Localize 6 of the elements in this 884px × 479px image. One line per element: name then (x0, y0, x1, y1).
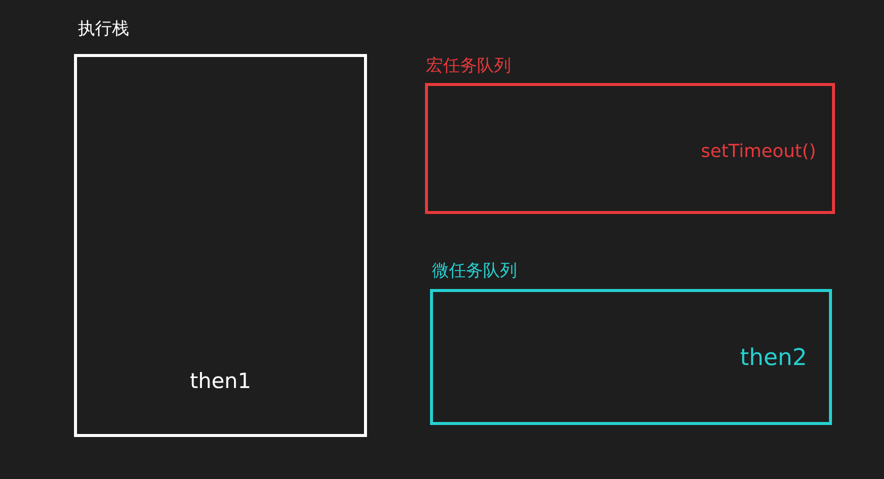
panel-heading: 宏任务队列 (426, 55, 511, 78)
task-label: then2 (740, 345, 807, 373)
panel-heading: 执行栈 (78, 18, 129, 41)
task-label: then1 (188, 369, 252, 394)
task-label: setTimeout() (700, 141, 816, 163)
panel-heading: 微任务队列 (432, 260, 517, 283)
